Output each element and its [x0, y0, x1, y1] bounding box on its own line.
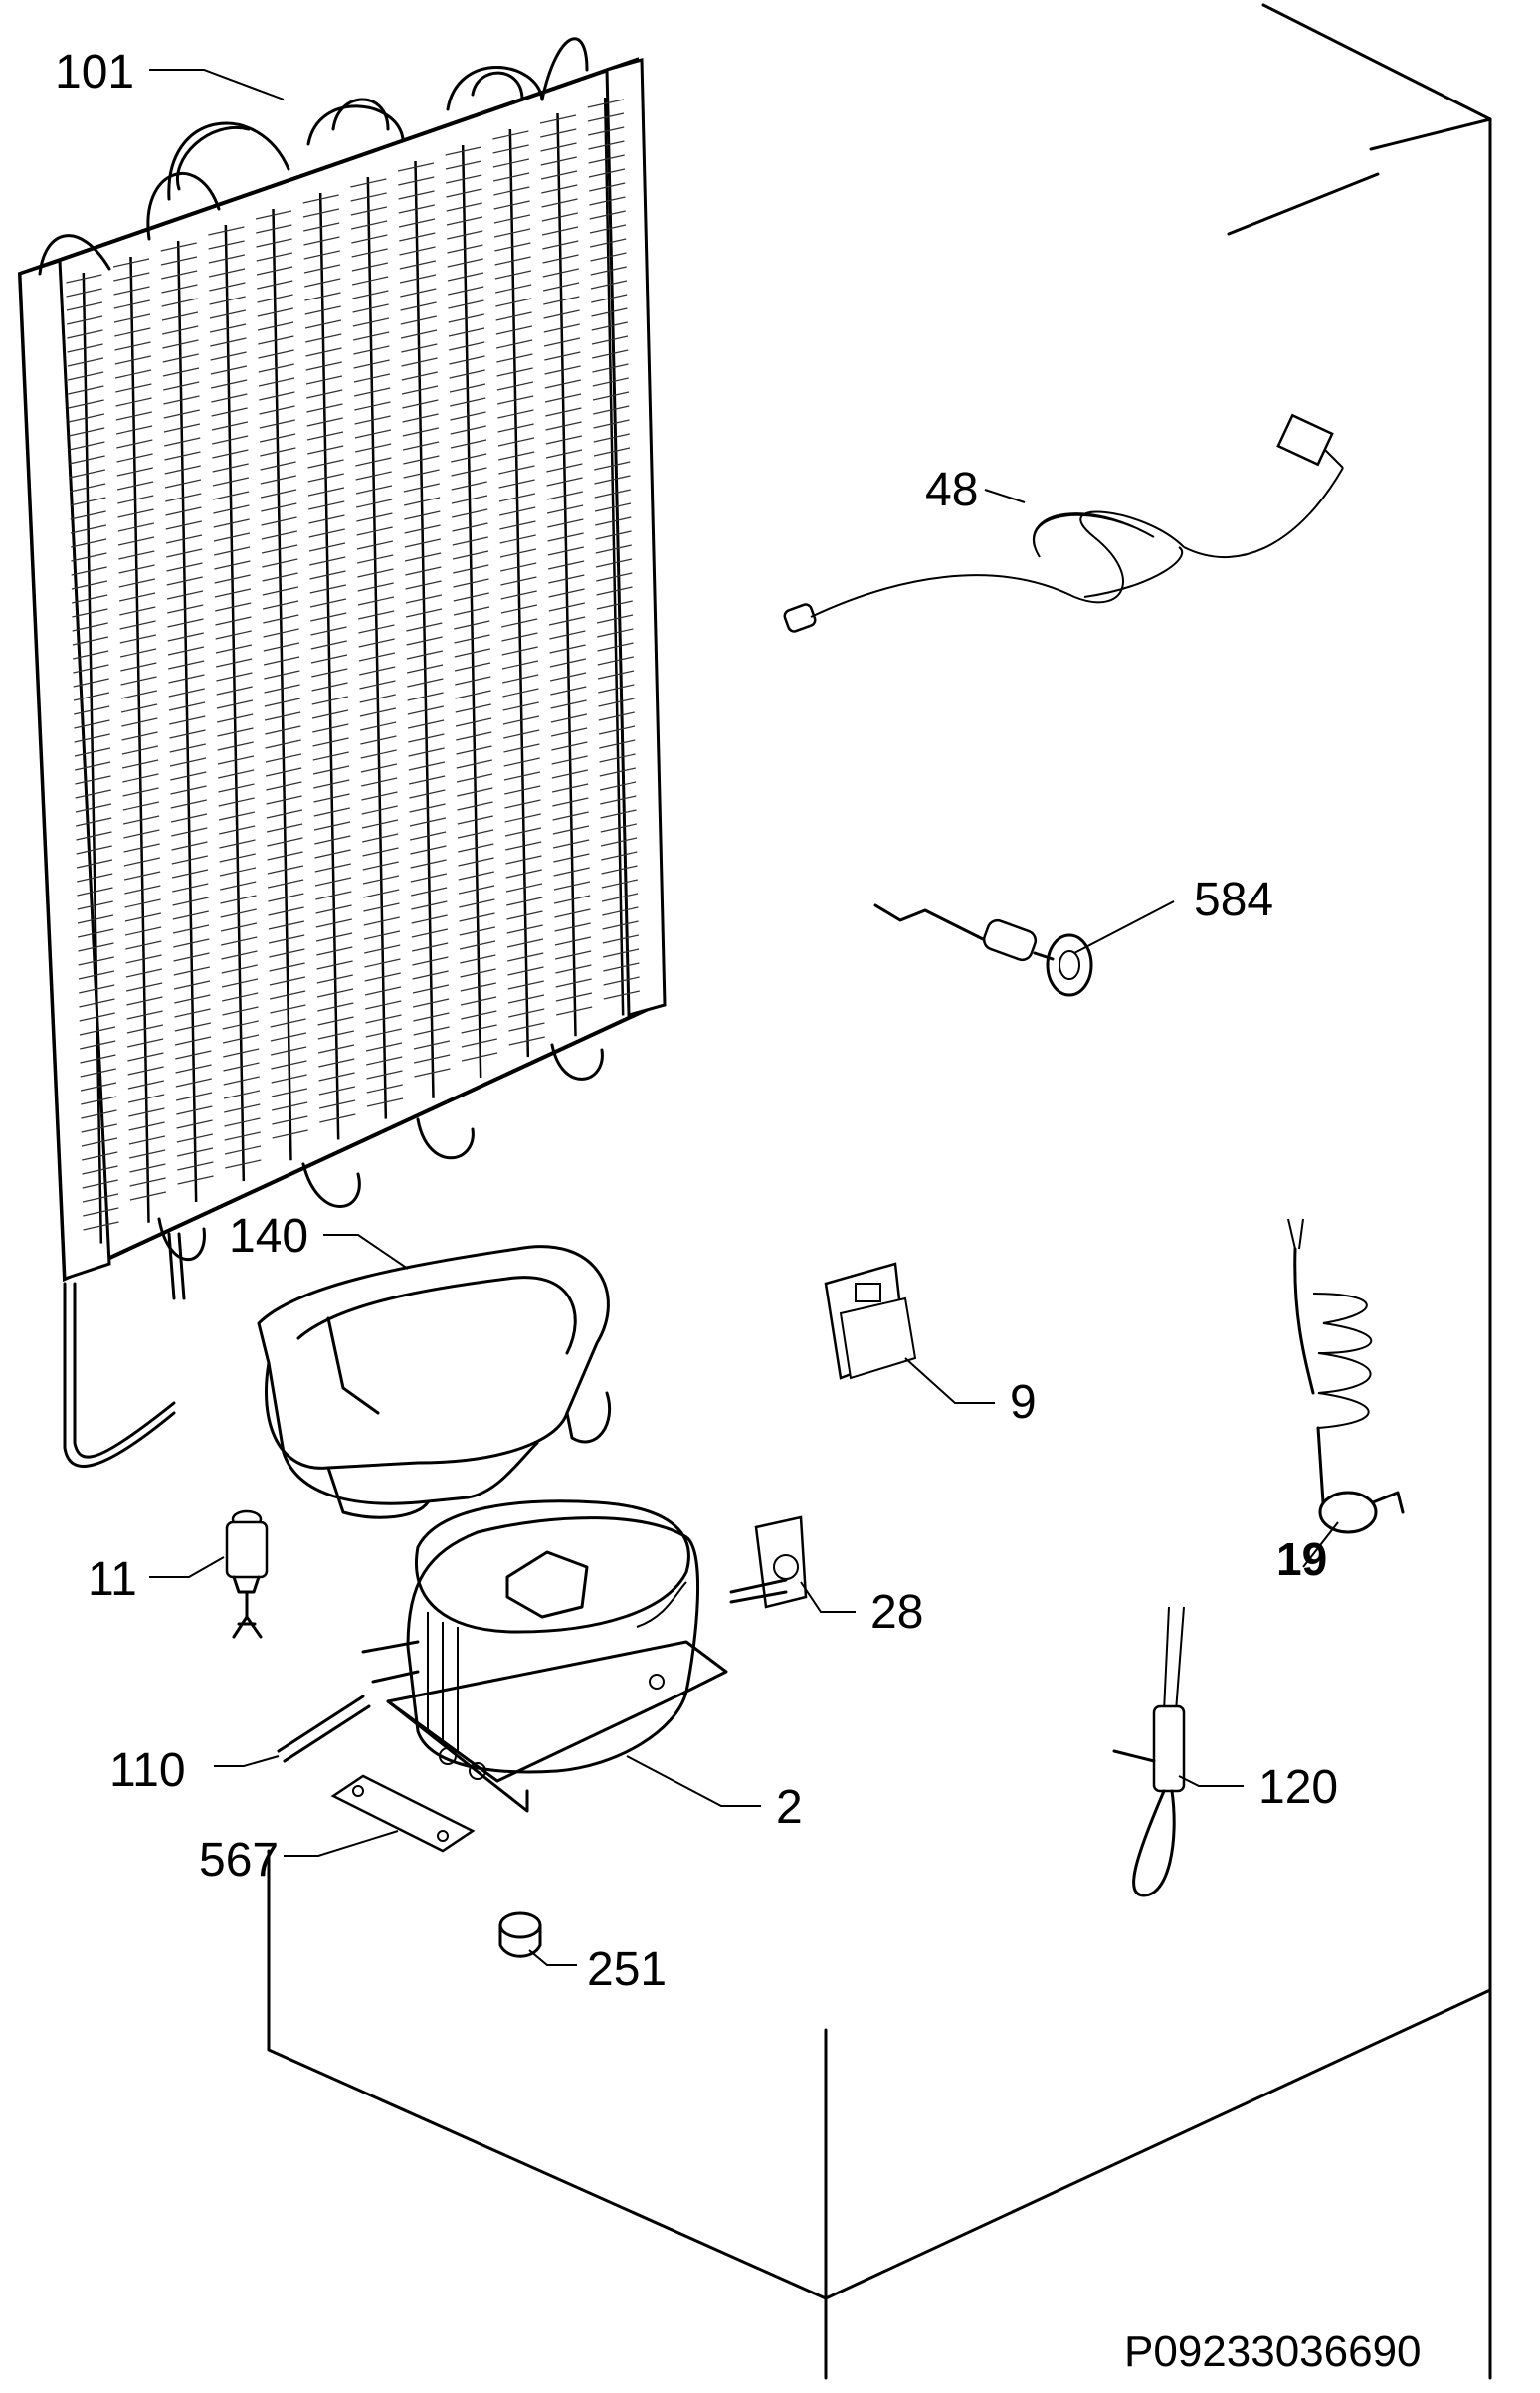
- callout-567: 567: [199, 1834, 279, 1887]
- callout-28: 28: [870, 1586, 923, 1639]
- leader-lines: [149, 69, 1339, 1966]
- power-cord: [1287, 1218, 1405, 1534]
- callout-48: 48: [925, 464, 978, 516]
- callout-584: 584: [1194, 874, 1273, 926]
- compressor: [361, 1499, 728, 1813]
- callout-101: 101: [55, 46, 134, 99]
- document-number: P09233036690: [1124, 2327, 1422, 2376]
- thermostat: [225, 1509, 269, 1639]
- cabinet-outline: [267, 3, 1492, 2380]
- condenser: [17, 37, 667, 1468]
- start-relay: [824, 1262, 917, 1380]
- thermistor: [873, 903, 1093, 997]
- pipe-tube: [277, 1695, 371, 1763]
- callout-2: 2: [776, 1781, 803, 1834]
- callout-11: 11: [88, 1553, 137, 1606]
- dryer-filter: [1112, 1606, 1186, 1897]
- grommet: [498, 1911, 542, 1958]
- callout-251: 251: [587, 1943, 667, 1996]
- callout-120: 120: [1258, 1761, 1338, 1814]
- callout-19: 19: [1276, 1533, 1327, 1585]
- callout-labels: 101 48 584 140 9 19 11 28 110 2 120 567 …: [55, 46, 1338, 1996]
- callout-9: 9: [1010, 1376, 1037, 1429]
- overload-protector: [729, 1515, 808, 1609]
- callout-110: 110: [109, 1744, 186, 1797]
- sensor-cable: [783, 413, 1344, 633]
- callout-140: 140: [229, 1210, 308, 1263]
- bracket: [330, 1774, 476, 1853]
- drip-tray: [257, 1245, 612, 1519]
